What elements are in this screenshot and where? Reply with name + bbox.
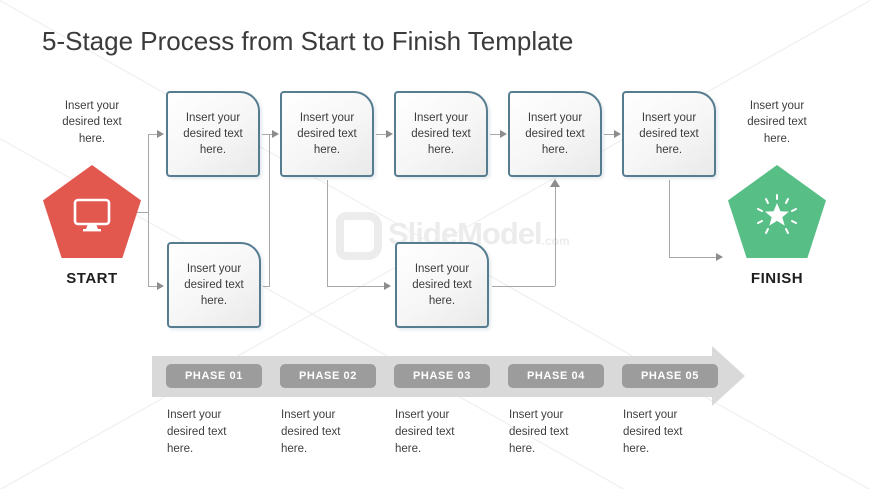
phase-chip-3[interactable]: PHASE 03 bbox=[394, 364, 490, 388]
monitor-icon bbox=[73, 198, 111, 231]
connector-line bbox=[492, 286, 555, 287]
start-label: START bbox=[66, 270, 118, 287]
flow-box-text: Insert your desired text here. bbox=[411, 111, 471, 157]
connector-line bbox=[269, 135, 270, 286]
connector-line bbox=[490, 134, 500, 135]
phase-chip-1[interactable]: PHASE 01 bbox=[166, 364, 262, 388]
connector-line bbox=[669, 180, 670, 257]
phase-description-5[interactable]: Insert your desired text here. bbox=[623, 409, 683, 456]
flow-box-text: Insert your desired text here. bbox=[183, 111, 243, 157]
arrow-right-icon bbox=[614, 130, 621, 138]
start-caption[interactable]: Insert your desired text here. bbox=[62, 100, 122, 145]
phase-description-1[interactable]: Insert your desired text here. bbox=[167, 409, 227, 456]
flow-box-3[interactable]: Insert your desired text here. bbox=[394, 91, 488, 177]
phase-description-2[interactable]: Insert your desired text here. bbox=[281, 409, 341, 456]
phase-chip-2[interactable]: PHASE 02 bbox=[280, 364, 376, 388]
flow-box-1[interactable]: Insert your desired text here. bbox=[166, 91, 260, 177]
connector-line bbox=[262, 134, 272, 135]
flow-box-text: Insert your desired text here. bbox=[639, 111, 699, 157]
flow-box-4[interactable]: Insert your desired text here. bbox=[508, 91, 602, 177]
flow-box-2[interactable]: Insert your desired text here. bbox=[280, 91, 374, 177]
arrow-right-icon bbox=[272, 130, 279, 138]
connector-line bbox=[148, 134, 149, 286]
slidemodel-logo-icon bbox=[336, 212, 382, 260]
arrow-right-icon bbox=[157, 282, 164, 290]
flow-box-text: Insert your desired text here. bbox=[184, 262, 244, 308]
connector-line bbox=[376, 134, 386, 135]
page-title: 5-Stage Process from Start to Finish Tem… bbox=[42, 26, 574, 56]
flow-box-branch-1[interactable]: Insert your desired text here. bbox=[167, 242, 261, 328]
connector-line bbox=[604, 134, 614, 135]
connector-line bbox=[137, 212, 148, 213]
phase-description-3[interactable]: Insert your desired text here. bbox=[395, 409, 455, 456]
finish-pentagon[interactable] bbox=[728, 165, 826, 258]
arrow-up-icon bbox=[550, 179, 560, 187]
arrow-right-icon bbox=[500, 130, 507, 138]
connector-line bbox=[555, 187, 556, 286]
phase-chip-4[interactable]: PHASE 04 bbox=[508, 364, 604, 388]
connector-line bbox=[327, 286, 384, 287]
phase-chip-5[interactable]: PHASE 05 bbox=[622, 364, 718, 388]
start-pentagon[interactable] bbox=[43, 165, 141, 258]
arrow-right-icon bbox=[716, 253, 723, 261]
flow-box-text: Insert your desired text here. bbox=[297, 111, 357, 157]
flow-box-text: Insert your desired text here. bbox=[525, 111, 585, 157]
connector-line bbox=[263, 286, 270, 287]
connector-line bbox=[148, 134, 157, 135]
arrow-right-icon bbox=[386, 130, 393, 138]
phase-description-4[interactable]: Insert your desired text here. bbox=[509, 409, 569, 456]
finish-label: FINISH bbox=[750, 270, 804, 287]
flow-box-5[interactable]: Insert your desired text here. bbox=[622, 91, 716, 177]
connector-line bbox=[148, 286, 157, 287]
connector-line bbox=[669, 257, 716, 258]
arrow-right-icon bbox=[384, 282, 391, 290]
connector-line bbox=[327, 180, 328, 286]
arrow-right-icon bbox=[157, 130, 164, 138]
flow-box-text: Insert your desired text here. bbox=[412, 262, 472, 308]
star-burst-icon bbox=[757, 193, 797, 234]
flow-box-branch-2[interactable]: Insert your desired text here. bbox=[395, 242, 489, 328]
finish-caption[interactable]: Insert your desired text here. bbox=[747, 100, 807, 145]
